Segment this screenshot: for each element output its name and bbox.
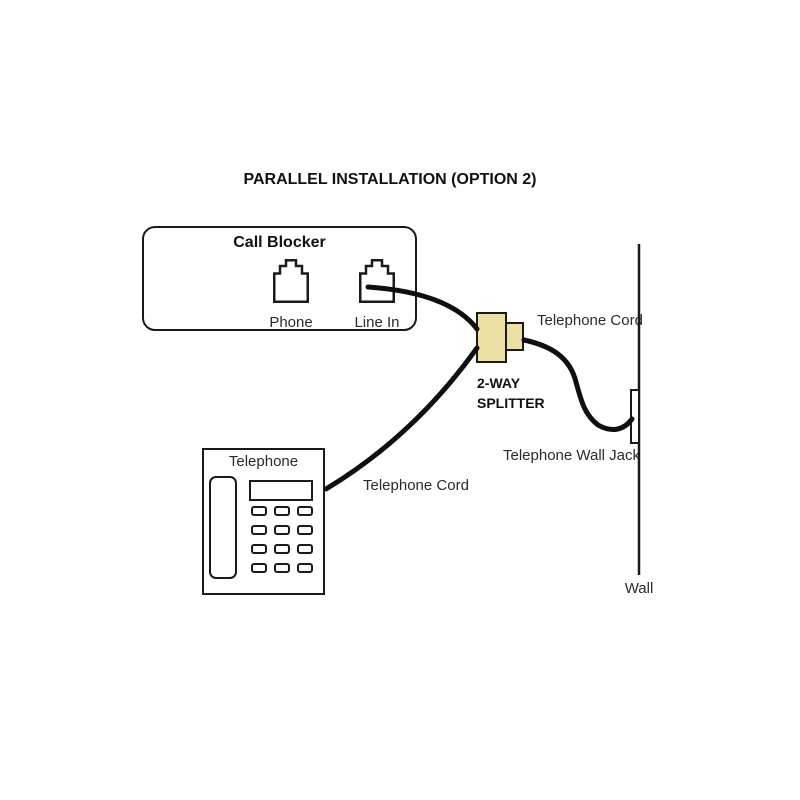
- keypad-button: [251, 506, 267, 516]
- rj11-jack-shape: [273, 259, 309, 303]
- phone-keypad: [251, 506, 313, 573]
- line-in-port-label: Line In: [354, 314, 400, 331]
- line-in-jack-icon: [359, 259, 395, 303]
- keypad-button: [274, 563, 290, 573]
- phone-jack-icon: [273, 259, 309, 303]
- page-title: PARALLEL INSTALLATION (OPTION 2): [243, 171, 537, 188]
- keypad-button: [251, 544, 267, 554]
- telephone-cord-lower-label: Telephone Cord: [363, 477, 469, 494]
- phone-handset-icon: [209, 476, 237, 579]
- keypad-button: [297, 544, 313, 554]
- telephone-box: Telephone: [202, 448, 325, 595]
- keypad-button: [274, 525, 290, 535]
- splitter-to-telephone-cord: [323, 345, 480, 492]
- keypad-button: [274, 506, 290, 516]
- keypad-button: [251, 563, 267, 573]
- splitter-body: [476, 312, 507, 363]
- splitter-tab: [505, 322, 524, 351]
- keypad-button: [297, 563, 313, 573]
- phone-display: [249, 480, 313, 501]
- telephone-cord-upper-label: Telephone Cord: [537, 312, 643, 329]
- keypad-button: [274, 544, 290, 554]
- keypad-button: [297, 525, 313, 535]
- keypad-button: [297, 506, 313, 516]
- keypad-button: [251, 525, 267, 535]
- telephone-label: Telephone: [228, 453, 299, 470]
- telephone-wall-jack-label: Telephone Wall Jack: [503, 447, 641, 464]
- splitter-label-line1: 2-WAY: [477, 375, 521, 391]
- line-in-port: Line In: [346, 259, 408, 331]
- splitter-label-line2: SPLITTER: [477, 395, 545, 411]
- splitter-label: 2-WAY SPLITTER: [477, 373, 545, 413]
- rj11-jack-shape: [359, 259, 395, 303]
- wall-label: Wall: [624, 580, 654, 597]
- telephone-wall-jack: [630, 389, 640, 444]
- call-blocker-label: Call Blocker: [233, 234, 326, 251]
- phone-port: Phone: [260, 259, 322, 331]
- phone-port-label: Phone: [269, 314, 313, 331]
